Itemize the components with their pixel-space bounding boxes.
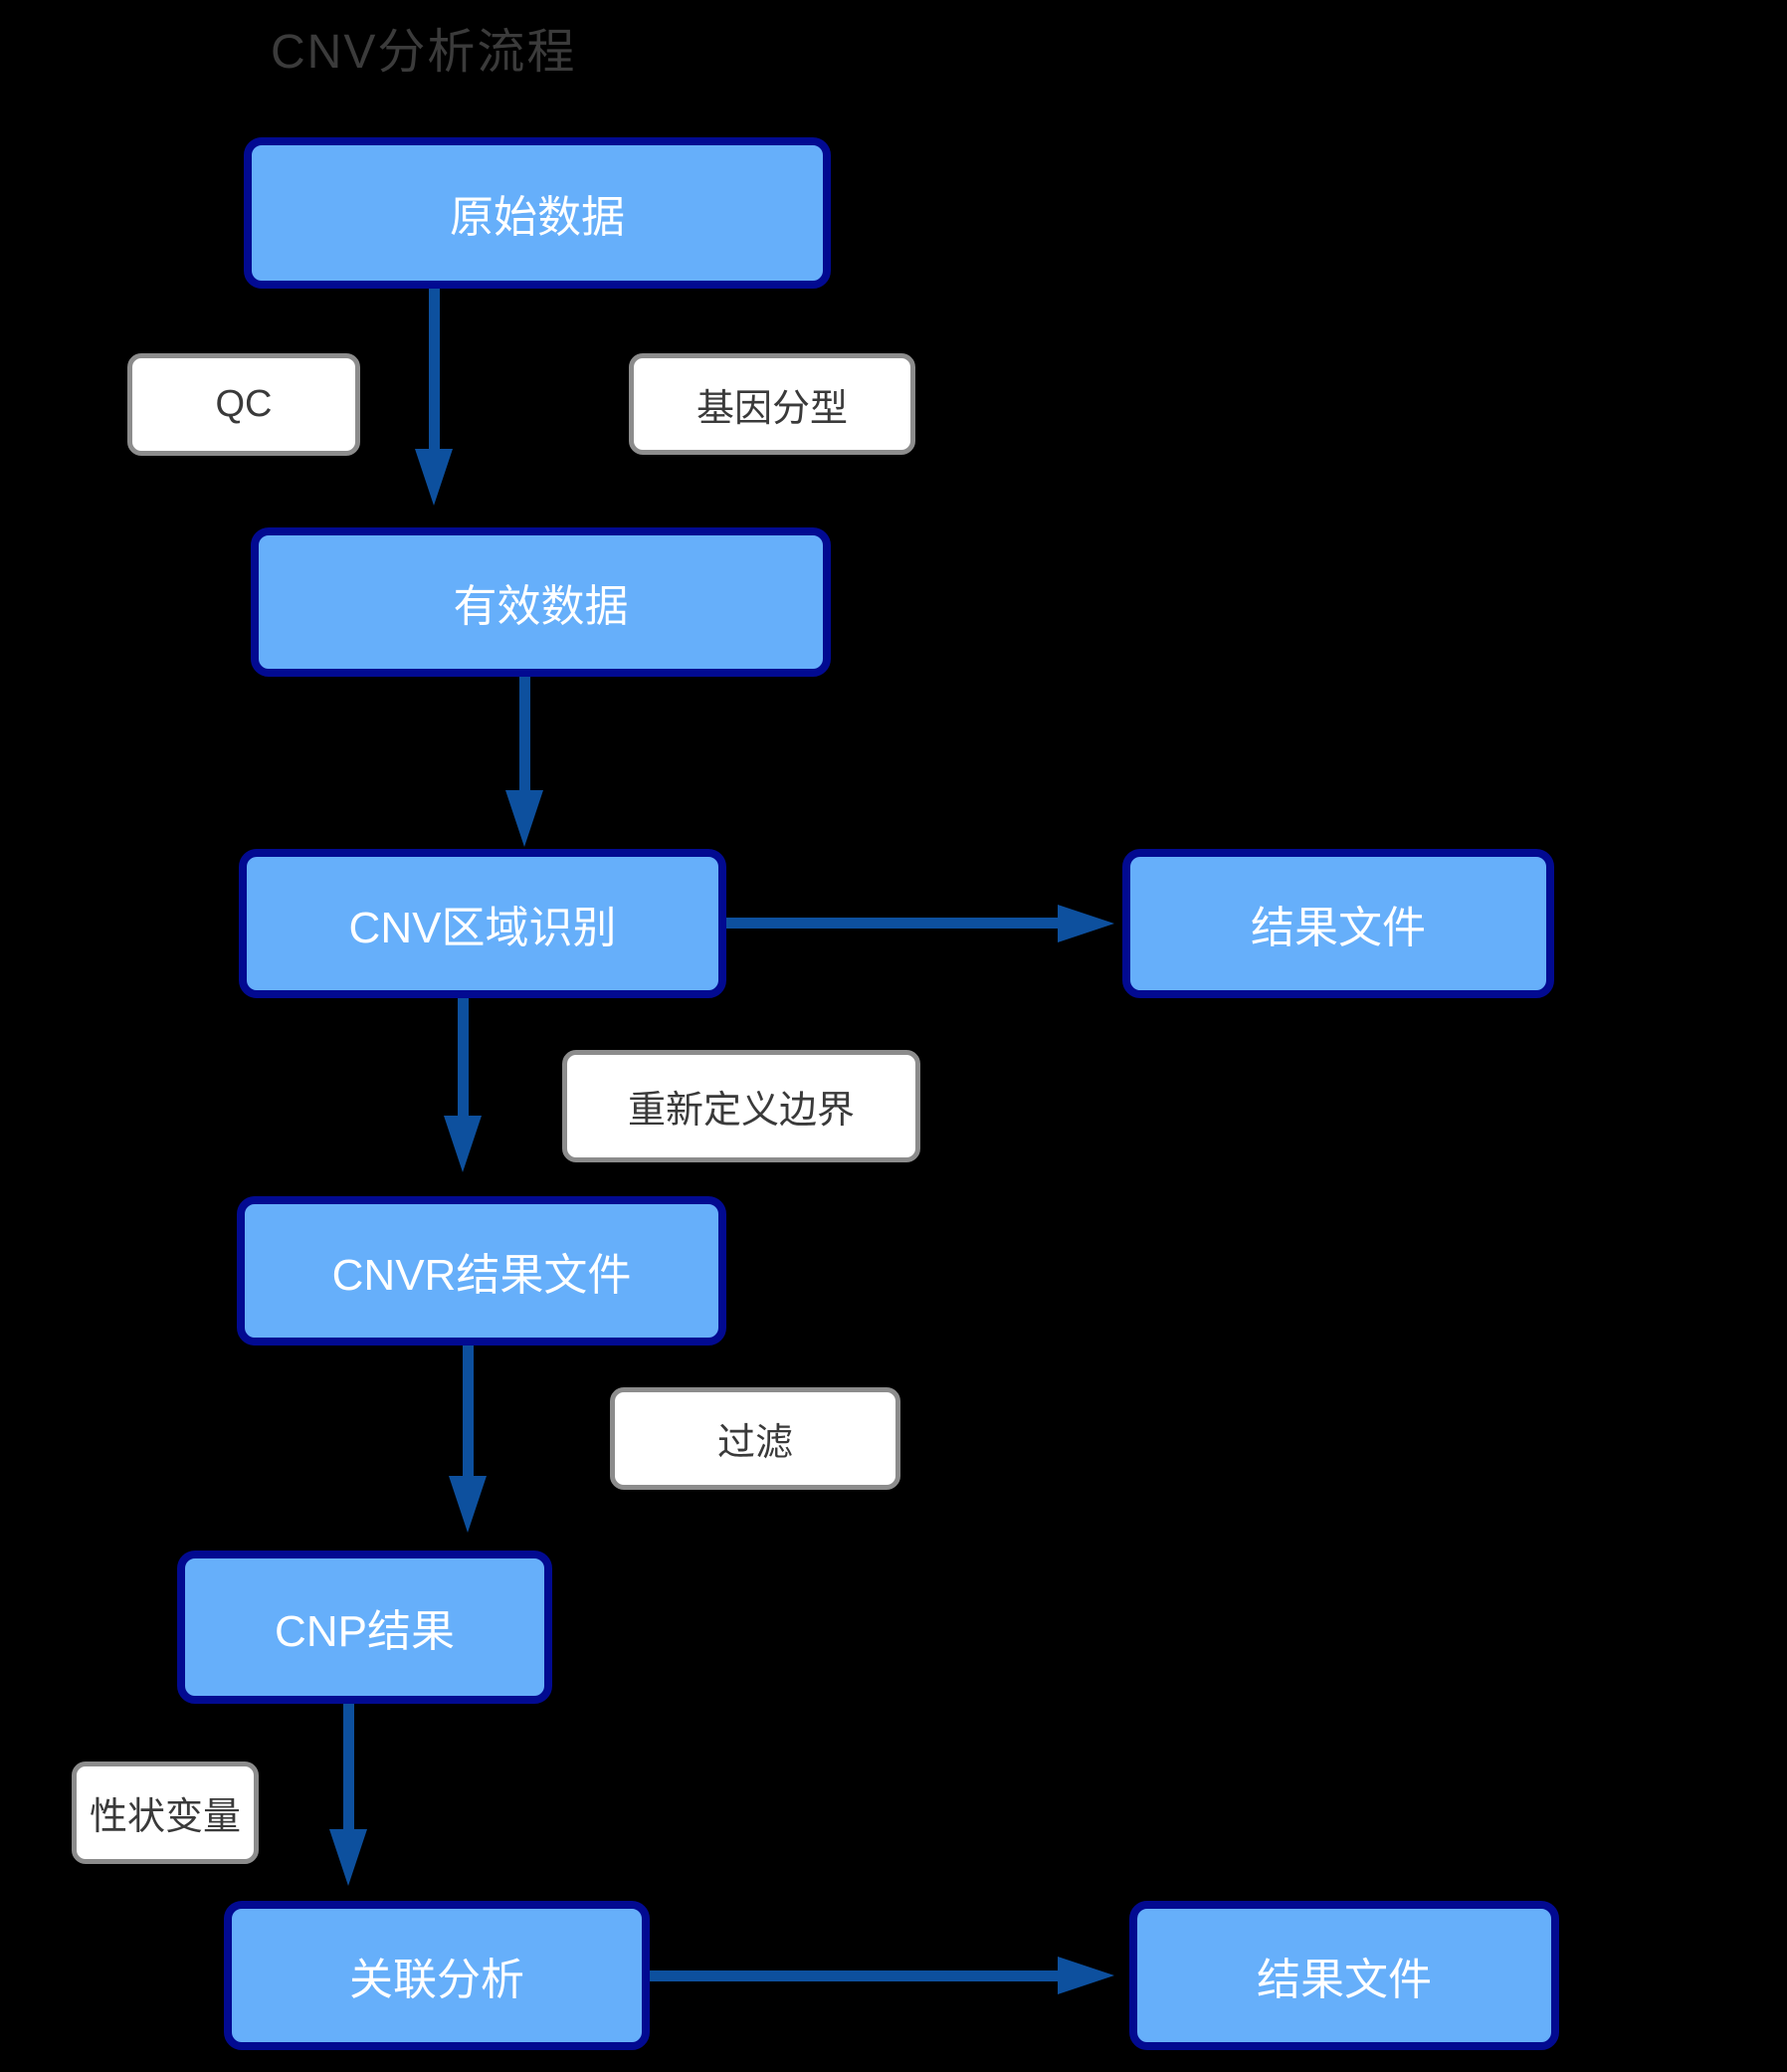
arrow-head-down-icon <box>505 790 543 847</box>
diagram-title: CNV分析流程 <box>271 26 577 79</box>
arrow-shaft <box>463 1346 474 1476</box>
arrow-head-down-icon <box>329 1829 367 1886</box>
node-valid-data: 有效数据 <box>251 527 831 677</box>
edge-label-qc-text: QC <box>215 383 273 425</box>
node-association-label: 关联分析 <box>349 1956 524 2004</box>
node-raw-data-label: 原始数据 <box>450 193 625 242</box>
edge-label-qc: QC <box>127 353 360 456</box>
node-result-file-top: 结果文件 <box>1122 849 1554 998</box>
arrow-shaft <box>650 1970 1058 1981</box>
arrow-head-down-icon <box>449 1476 487 1533</box>
arrow-shaft <box>458 998 469 1116</box>
node-cnp-result-label: CNP结果 <box>275 1607 455 1656</box>
edge-label-genotyping-text: 基因分型 <box>695 387 848 430</box>
arrow-shaft <box>519 677 530 790</box>
node-cnvr-result-label: CNVR结果文件 <box>331 1251 632 1300</box>
edge-label-trait-variable: 性状变量 <box>72 1761 259 1864</box>
arrow-head-down-icon <box>415 449 453 506</box>
edge-label-genotyping: 基因分型 <box>629 353 915 455</box>
edge-label-filter: 过滤 <box>610 1387 900 1490</box>
node-result-file-top-label: 结果文件 <box>1251 904 1426 952</box>
node-result-file-bottom: 结果文件 <box>1129 1901 1559 2050</box>
node-valid-data-label: 有效数据 <box>453 582 629 631</box>
arrow-shaft <box>726 918 1058 929</box>
node-cnp-result: CNP结果 <box>177 1551 552 1704</box>
edge-label-filter-text: 过滤 <box>716 1422 793 1464</box>
edge-label-trait-variable-text: 性状变量 <box>89 1796 241 1838</box>
node-raw-data: 原始数据 <box>244 137 831 289</box>
arrow-shaft <box>429 289 440 449</box>
node-result-file-bottom-label: 结果文件 <box>1257 1956 1432 2004</box>
arrow-head-right-icon <box>1058 1957 1114 1994</box>
node-cnv-region: CNV区域识别 <box>239 849 726 998</box>
arrow-head-down-icon <box>444 1116 482 1172</box>
edge-label-redefine-boundary-text: 重新定义边界 <box>627 1090 855 1132</box>
node-association: 关联分析 <box>224 1901 650 2050</box>
node-cnv-region-label: CNV区域识别 <box>348 904 617 952</box>
edge-label-redefine-boundary: 重新定义边界 <box>562 1050 920 1162</box>
arrow-shaft <box>343 1704 354 1829</box>
node-cnvr-result: CNVR结果文件 <box>237 1196 726 1346</box>
arrow-head-right-icon <box>1058 905 1114 942</box>
